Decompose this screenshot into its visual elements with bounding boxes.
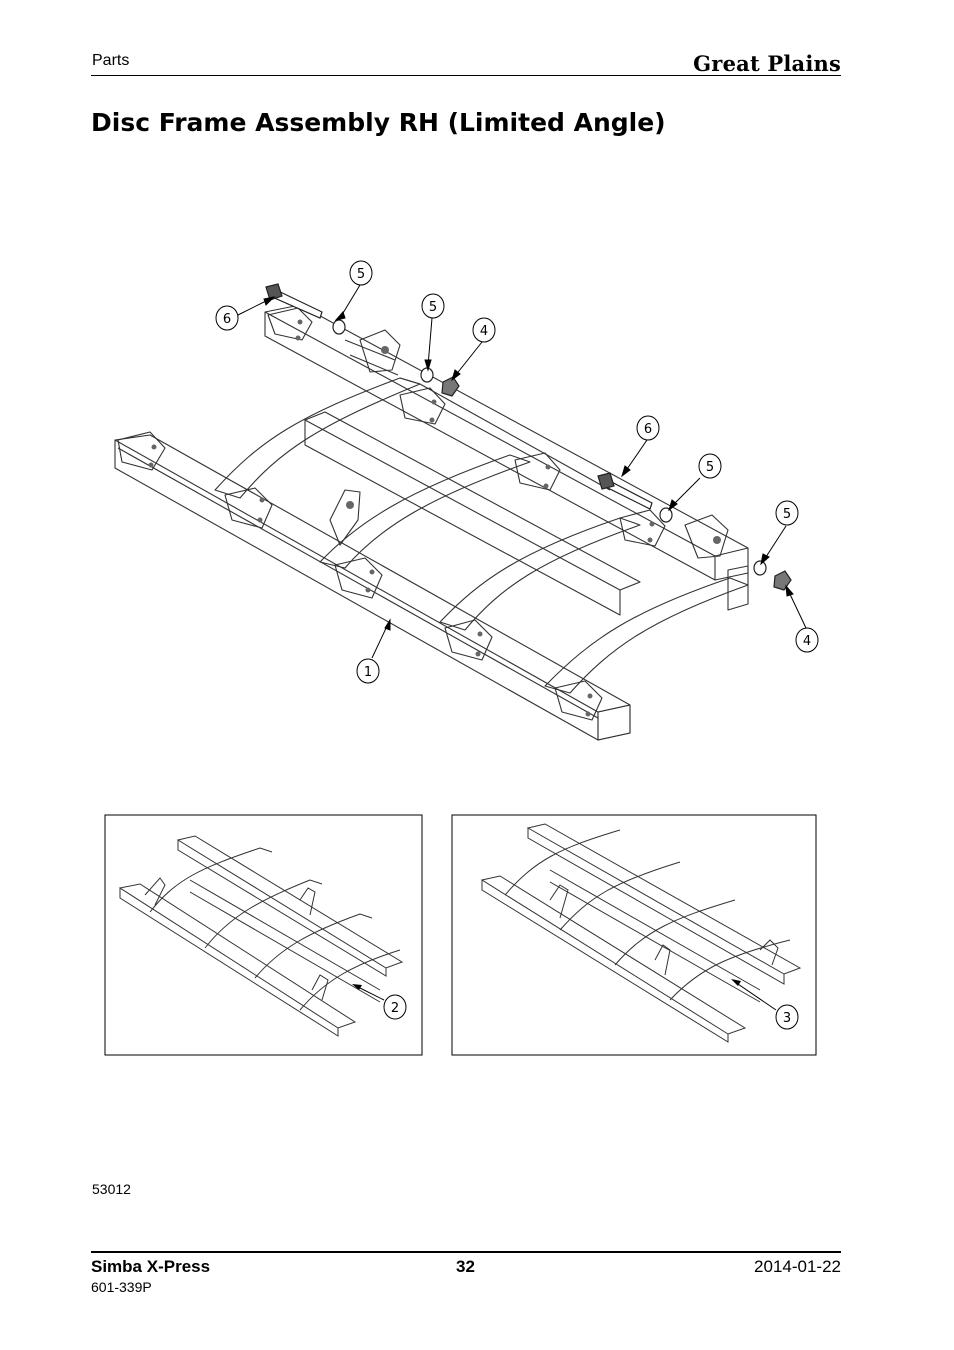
callout-6a: 6 bbox=[223, 312, 231, 327]
inset-right-drawing: 3 bbox=[451, 814, 817, 1056]
callout-5d: 5 bbox=[783, 507, 791, 522]
image-code: 53012 bbox=[92, 1181, 131, 1197]
callout-4b: 4 bbox=[803, 634, 811, 649]
callout-5b: 5 bbox=[429, 300, 437, 315]
callout-4a: 4 bbox=[480, 324, 488, 339]
callout-1: 1 bbox=[364, 665, 372, 680]
callout-5c: 5 bbox=[706, 460, 714, 475]
footer-rule bbox=[91, 1251, 841, 1253]
brand-logo-text: Great Plains bbox=[693, 51, 841, 76]
footer-product-name: Simba X-Press bbox=[91, 1257, 211, 1276]
page-title: Disc Frame Assembly RH (Limited Angle) bbox=[91, 108, 666, 137]
header-rule bbox=[91, 75, 841, 76]
callout-6b: 6 bbox=[644, 422, 652, 437]
footer-page-number: 32 bbox=[456, 1257, 475, 1276]
footer-doc-number: 601-339P bbox=[91, 1279, 152, 1295]
callout-2: 2 bbox=[391, 1001, 399, 1016]
footer-date: 2014-01-22 bbox=[754, 1257, 841, 1276]
callout-5a: 5 bbox=[357, 267, 365, 282]
callout-3: 3 bbox=[783, 1011, 791, 1026]
header-section-label: Parts bbox=[92, 52, 130, 69]
inset-left-drawing: 2 bbox=[104, 814, 423, 1056]
